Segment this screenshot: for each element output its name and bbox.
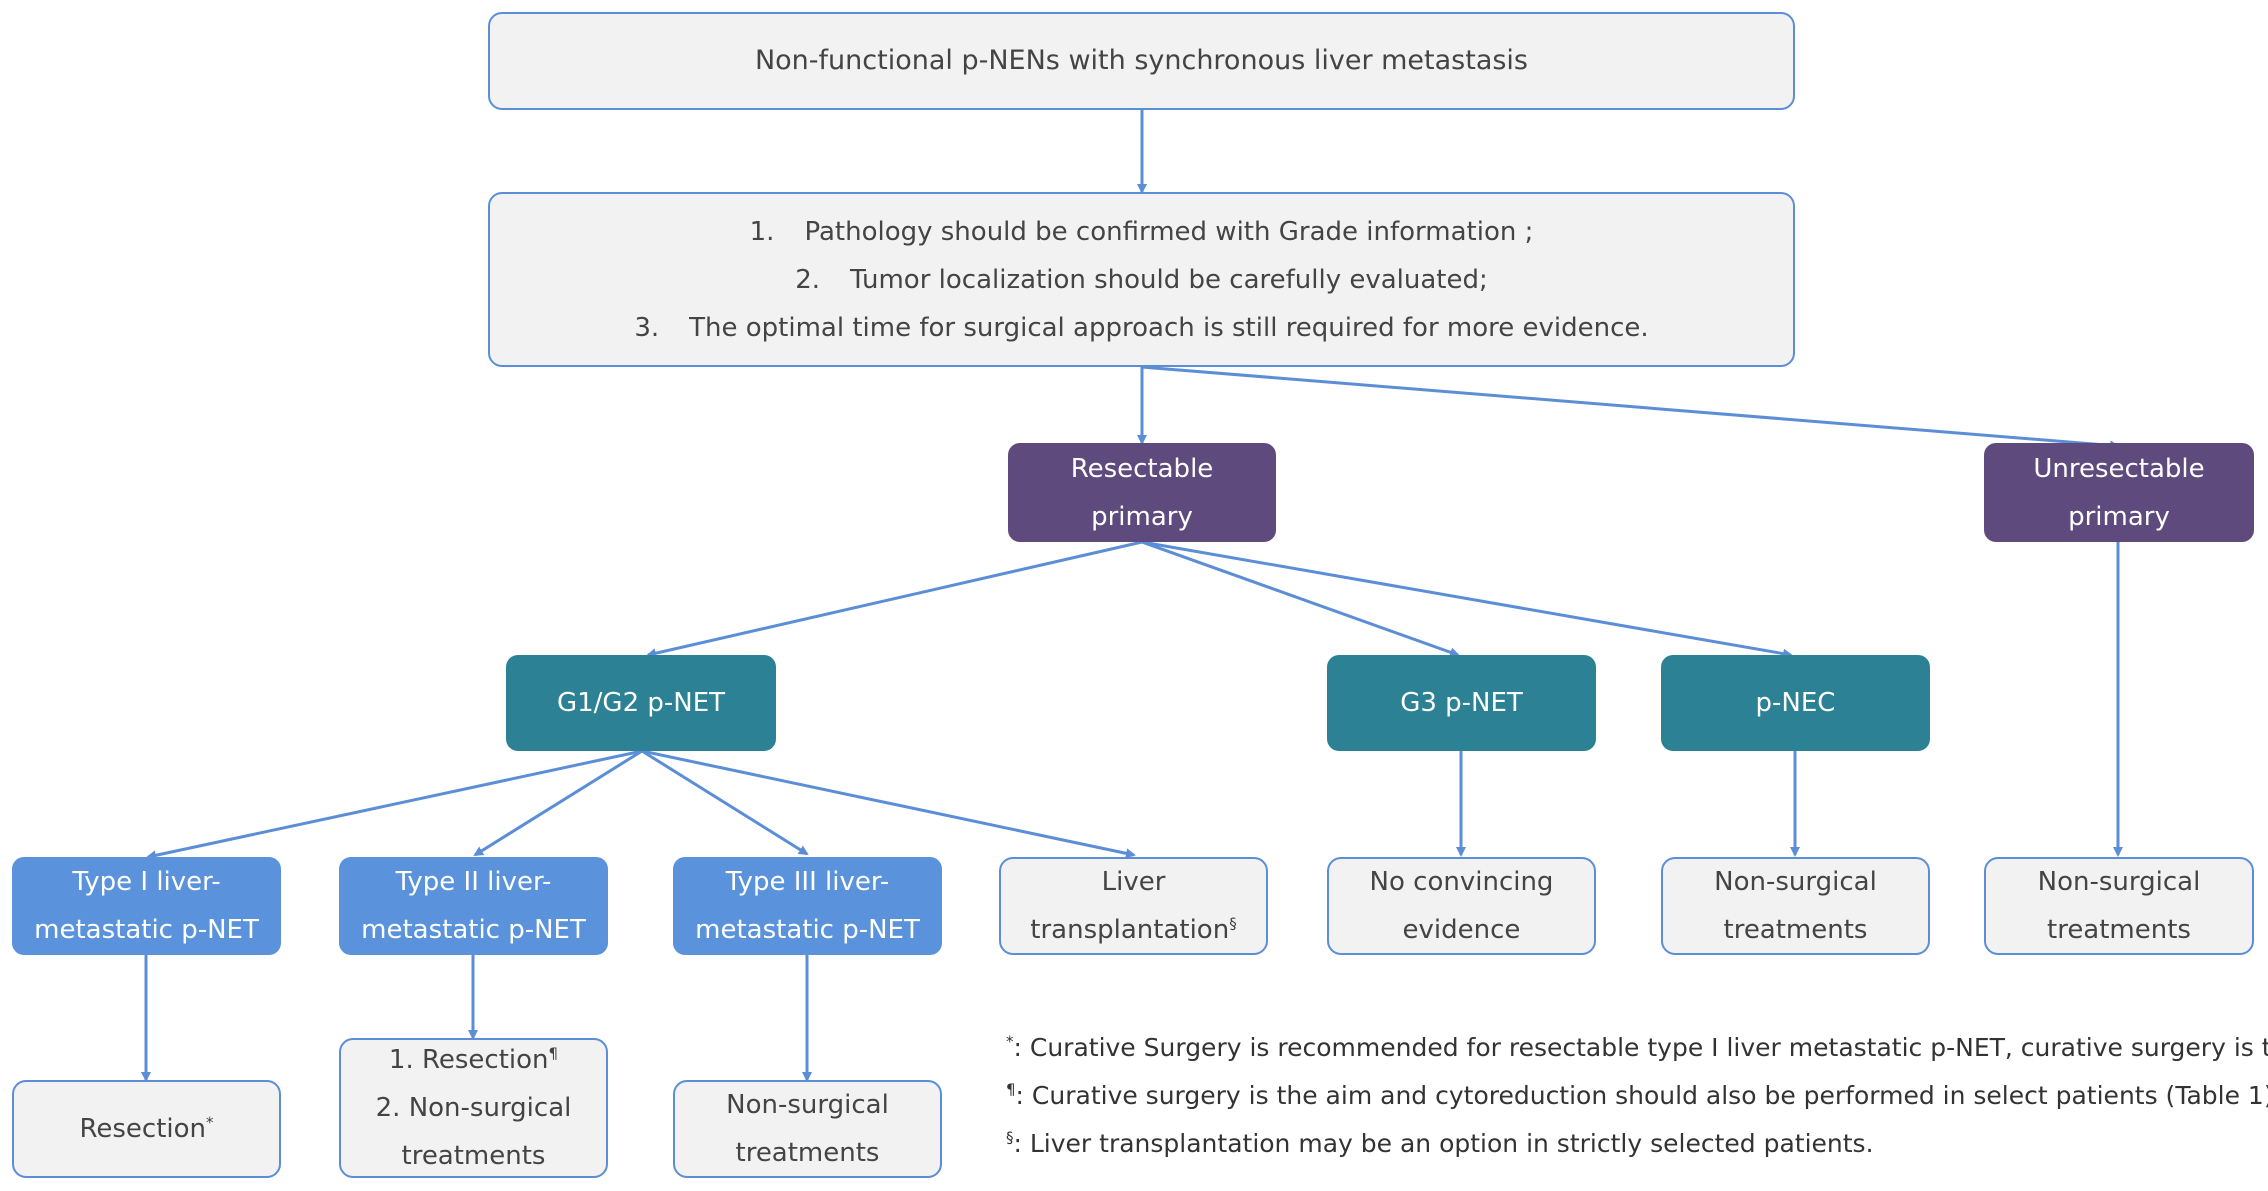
pnec-nonsurgical-node: Non-surgical treatments (1661, 857, 1930, 955)
criteria-node: 1. Pathology should be confirmed with Gr… (488, 192, 1795, 367)
arrow-g1g2-to-type2 (473, 749, 643, 857)
type2-outcome-line1: 1. Resection¶ (388, 1044, 559, 1075)
resection-node: Resection* (12, 1080, 281, 1178)
footnote-1: *: Curative Surgery is recommended for r… (1006, 1032, 2268, 1062)
arrow-resectable-to-pnec (1141, 540, 1793, 659)
type3-node: Type III liver- metastatic p-NET (673, 857, 942, 955)
liver-transplantation-label: transplantation§ (1030, 914, 1237, 945)
type1-node: Type I liver- metastatic p-NET (12, 857, 281, 955)
arrow-criteria-to-unresectable (1141, 365, 2120, 451)
type2-outcome-node: 1. Resection¶ 2. Non-surgical treatments (339, 1038, 608, 1178)
root-label: Non-functional p-NENs with synchronous l… (754, 45, 1529, 76)
criteria-item-3: 3. The optimal time for surgical approac… (634, 312, 1649, 343)
arrow-resectable-to-g3 (1141, 540, 1460, 658)
resection-label: Resection* (79, 1113, 214, 1144)
pnec-node: p-NEC (1661, 655, 1930, 751)
criteria-item-2: 2. Tumor localization should be carefull… (795, 264, 1488, 295)
g3-pnet-node: G3 p-NET (1327, 655, 1596, 751)
no-evidence-node: No convincing evidence (1327, 857, 1596, 955)
arrow-g1g2-to-liver-tx (641, 749, 1136, 859)
arrow-resectable-to-g1g2 (646, 540, 1143, 659)
root-node: Non-functional p-NENs with synchronous l… (488, 12, 1795, 110)
type3-outcome-node: Non-surgical treatments (673, 1080, 942, 1178)
footnote-3: §: Liver transplantation may be an optio… (1006, 1128, 1874, 1158)
g1g2-pnet-node: G1/G2 p-NET (506, 655, 776, 751)
resectable-primary-node: Resectable primary (1008, 443, 1276, 542)
unresectable-nonsurgical-node: Non-surgical treatments (1984, 857, 2254, 955)
footnote-2: ¶: Curative surgery is the aim and cytor… (1006, 1080, 2268, 1110)
arrow-g1g2-to-type3 (641, 749, 809, 856)
footnotes: *: Curative Surgery is recommended for r… (1006, 1024, 2268, 1168)
liver-transplantation-node: Liver transplantation§ (999, 857, 1268, 955)
type2-node: Type II liver- metastatic p-NET (339, 857, 608, 955)
arrow-g1g2-to-type1 (146, 749, 643, 861)
unresectable-primary-node: Unresectable primary (1984, 443, 2254, 542)
criteria-item-1: 1. Pathology should be confirmed with Gr… (749, 216, 1534, 247)
